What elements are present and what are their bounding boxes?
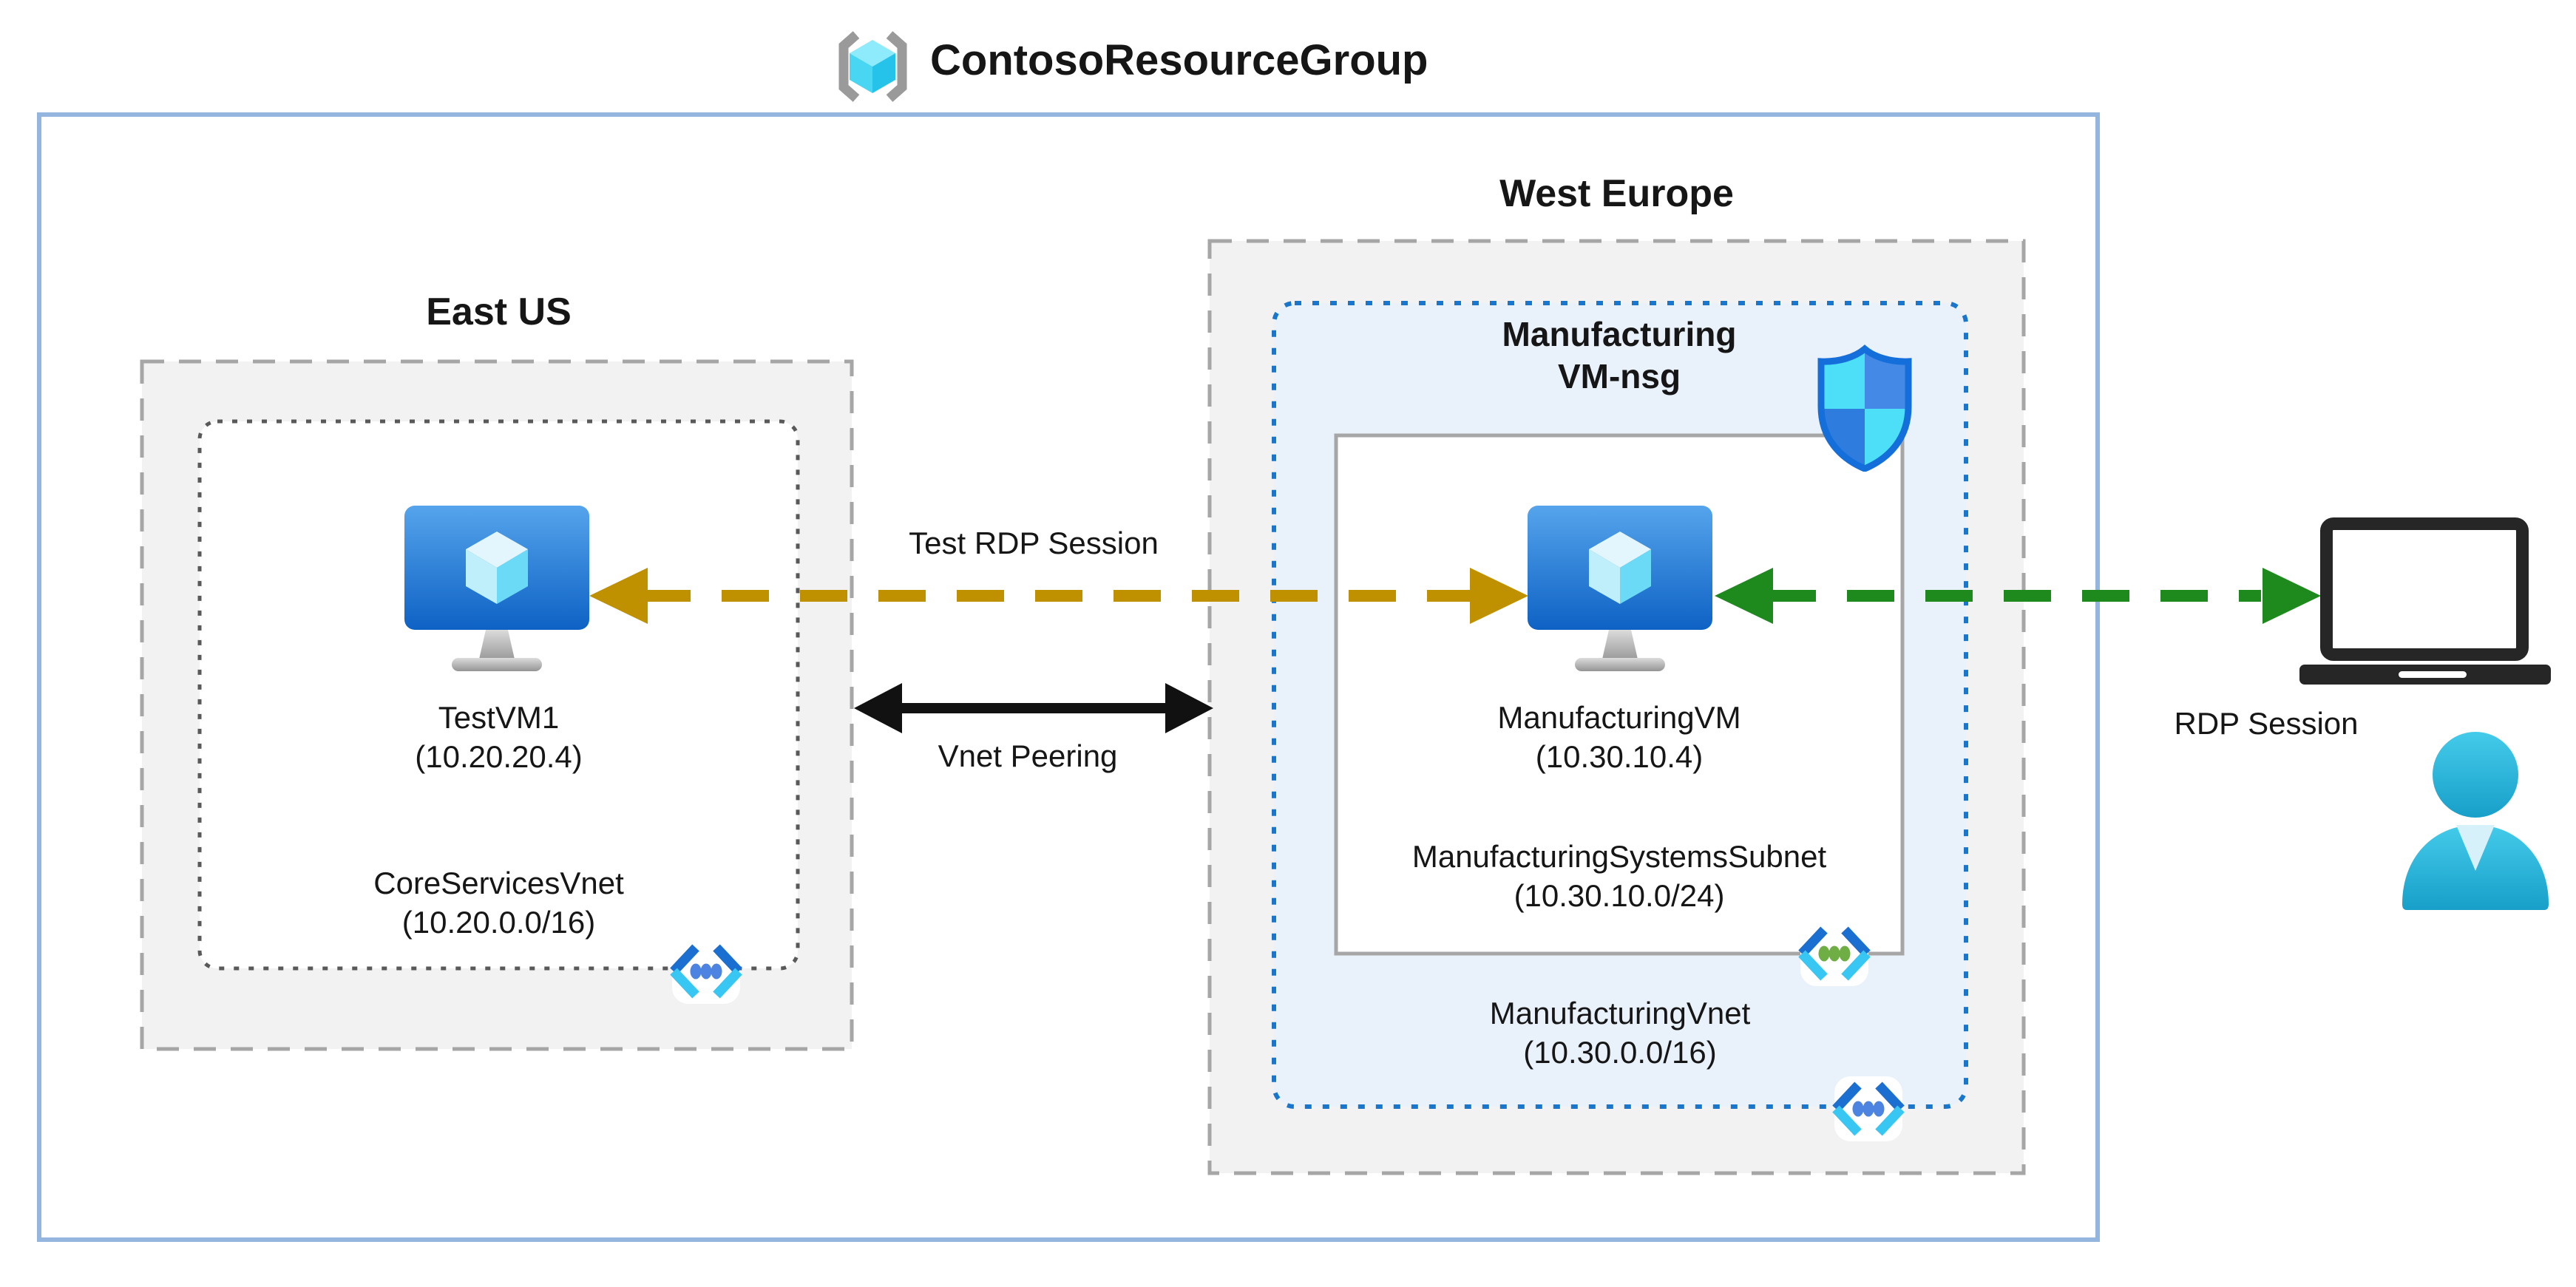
manufacturing-vm-ip: (10.30.10.4): [1535, 739, 1704, 774]
region-label-west-europe: West Europe: [1499, 172, 1734, 215]
nsg-shield-icon: [1817, 344, 1912, 472]
laptop-notch: [2399, 671, 2467, 678]
test-vm-ip: (10.20.20.4): [415, 739, 583, 774]
manufacturing-vm-icon: [1528, 506, 1712, 671]
user-icon: [2402, 732, 2549, 910]
manufacturing-vnet-cidr: (10.30.0.0/16): [1523, 1035, 1717, 1070]
manufacturing-vm-label: ManufacturingVM (10.30.10.4): [1335, 698, 1904, 776]
manufacturing-vnet-name: ManufacturingVnet: [1489, 996, 1751, 1030]
region-label-east-us: East US: [426, 291, 572, 333]
core-services-vnet-label: CoreServicesVnet (10.20.0.0/16): [197, 863, 800, 942]
resource-group-boundary: [37, 112, 2100, 1242]
nsg-label-line1: Manufacturing: [1502, 315, 1737, 353]
laptop-icon: [2320, 517, 2529, 661]
manufacturing-subnet-cidr: (10.30.10.0/24): [1514, 878, 1725, 913]
rdp-arrow-label: RDP Session: [2174, 706, 2359, 741]
test-vm-name: TestVM1: [438, 700, 560, 735]
test-rdp-arrow: [589, 568, 1528, 624]
manufacturing-vnet-label: ManufacturingVnet (10.30.0.0/16): [1272, 994, 1968, 1072]
manufacturing-subnet-label: ManufacturingSystemsSubnet (10.30.10.0/2…: [1335, 837, 1904, 915]
resource-group-title: ContosoResourceGroup: [930, 36, 1428, 84]
nsg-label: Manufacturing VM-nsg: [1335, 313, 1904, 398]
core-services-vnet-box: [197, 419, 800, 971]
manufacturing-vm-name: ManufacturingVM: [1497, 700, 1741, 735]
core-services-vnet-icon: [670, 939, 742, 1004]
manufacturing-vnet-icon: [1832, 1076, 1905, 1141]
test-vm-label: TestVM1 (10.20.20.4): [197, 698, 800, 776]
vnet-peering-arrow: [854, 683, 1213, 733]
core-services-vnet-name: CoreServicesVnet: [373, 866, 624, 900]
manufacturing-subnet-name: ManufacturingSystemsSubnet: [1411, 839, 1827, 874]
nsg-label-line2: VM-nsg: [1557, 357, 1681, 395]
test-rdp-arrow-label: Test RDP Session: [909, 526, 1159, 560]
rdp-arrow: [1715, 568, 2321, 624]
manufacturing-subnet-icon: [1798, 921, 1871, 986]
resource-group-icon: [838, 31, 907, 102]
vnet-peering-arrow-label: Vnet Peering: [938, 738, 1118, 773]
core-services-vnet-cidr: (10.20.0.0/16): [401, 905, 596, 940]
test-vm-icon: [404, 506, 589, 671]
